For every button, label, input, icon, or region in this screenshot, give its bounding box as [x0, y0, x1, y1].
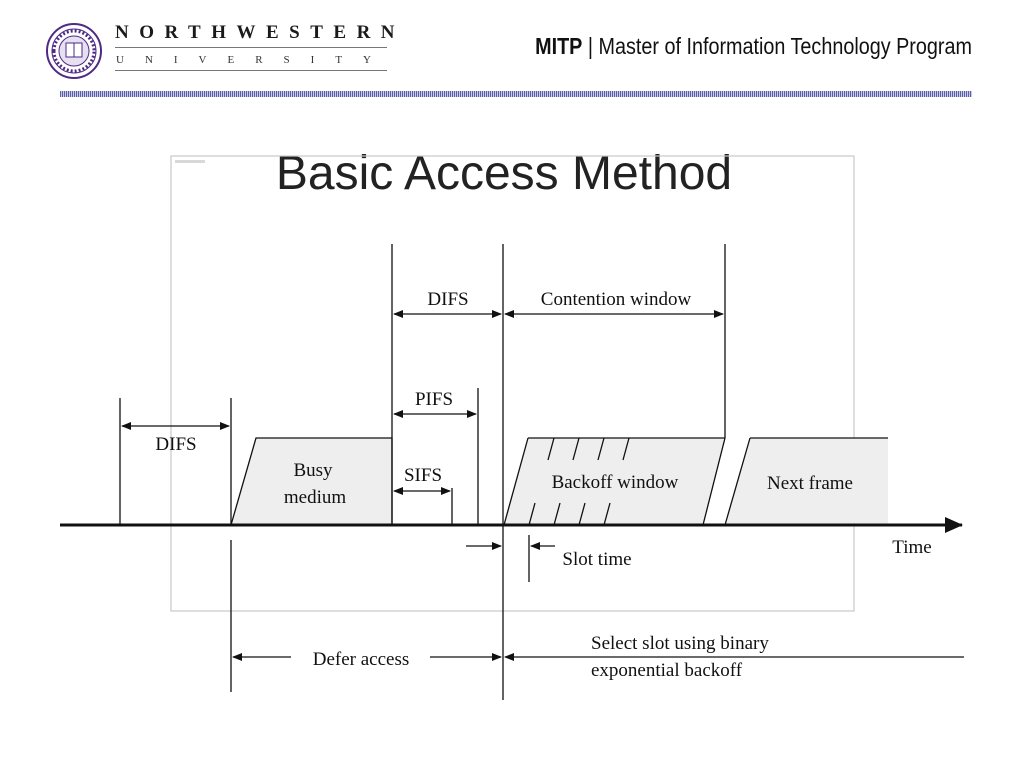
select-slot-label-line1: Select slot using binary — [591, 633, 769, 654]
contention-window-label: Contention window — [541, 289, 692, 310]
backoff-window-block — [504, 438, 725, 525]
program-heading: MITP | Master of Information Technology … — [535, 33, 972, 60]
select-slot-label-line2: exponential backoff — [591, 660, 743, 681]
defer-access-label: Defer access — [313, 649, 410, 670]
busy-medium-block — [230, 437, 393, 526]
sifs-label: SIFS — [404, 465, 442, 486]
university-subtitle: UNIVERSITY — [116, 54, 392, 66]
busy-medium-label-line2: medium — [284, 487, 346, 508]
time-label: Time — [892, 537, 931, 558]
university-divider-top — [115, 47, 387, 48]
program-name: Master of Information Technology Program — [598, 33, 972, 59]
university-seal-logo — [46, 23, 102, 79]
slot-time-label: Slot time — [562, 549, 631, 570]
university-name: NORTHWESTERN — [115, 22, 406, 43]
busy-medium-label-line1: Busy — [293, 460, 333, 481]
difs-left-label: DIFS — [155, 434, 196, 455]
program-separator: | — [587, 33, 594, 59]
pifs-label: PIFS — [415, 389, 453, 410]
difs-top-label: DIFS — [427, 289, 468, 310]
backoff-window-label: Backoff window — [552, 472, 679, 493]
next-frame-block — [725, 438, 888, 525]
header-divider-band — [60, 91, 972, 97]
university-divider-bottom — [115, 70, 387, 71]
picture-frame — [170, 155, 855, 612]
program-abbr: MITP — [535, 33, 583, 59]
next-frame-label: Next frame — [767, 473, 853, 494]
